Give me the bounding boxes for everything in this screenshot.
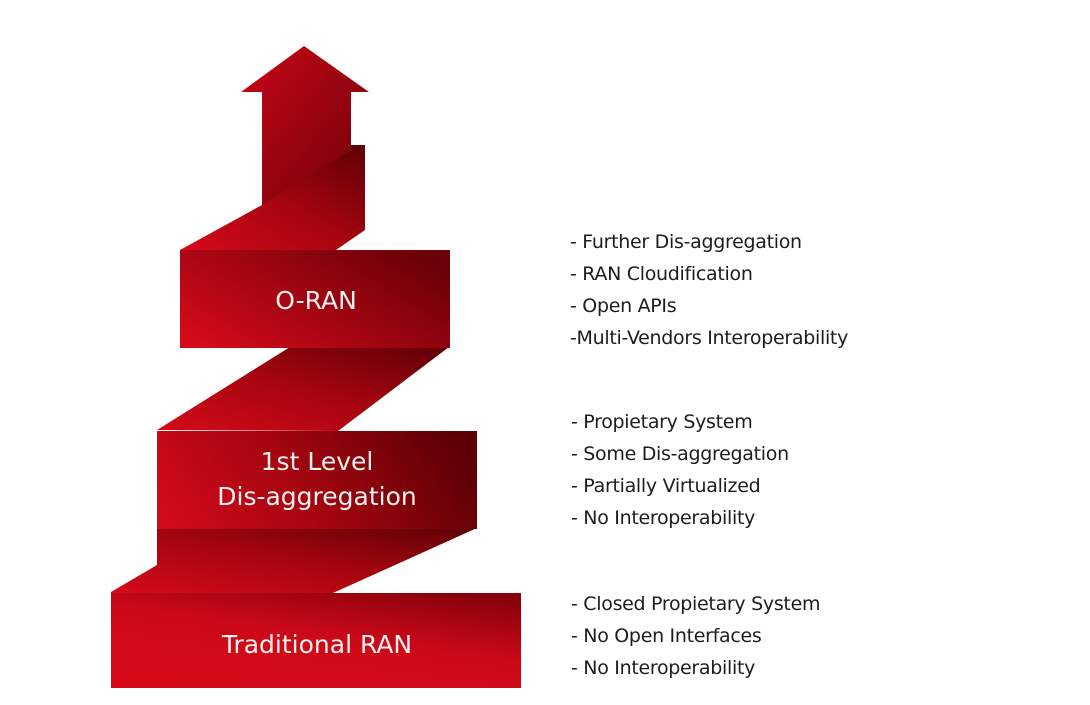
connector-traditional-to-disaggregation <box>111 528 477 593</box>
bullet-item: - Closed Propietary System <box>571 593 821 615</box>
bullet-item: - RAN Cloudification <box>570 263 753 285</box>
stage-band-traditional <box>111 593 521 688</box>
bullet-list-oran: - Further Dis-aggregation - RAN Cloudifi… <box>570 226 848 354</box>
bullet-list-traditional: - Closed Propietary System - No Open Int… <box>571 588 820 684</box>
bullet-item: - Some Dis-aggregation <box>571 443 789 465</box>
bullet-item: - No Interoperability <box>571 657 756 679</box>
bullet-item: - Propietary System <box>571 411 753 433</box>
bullet-item: -Multi-Vendors Interoperability <box>570 327 849 349</box>
bullet-list-disaggregation: - Propietary System - Some Dis-aggregati… <box>571 406 789 534</box>
stage-label-traditional: Traditional RAN <box>221 630 412 659</box>
bullet-item: - No Interoperability <box>571 507 756 529</box>
up-arrow-icon <box>241 46 369 205</box>
stage-band-oran <box>180 250 450 348</box>
stage-label-disaggregation-line2: Dis-aggregation <box>217 482 417 511</box>
bullet-item: - Open APIs <box>570 295 677 317</box>
stage-band-disaggregation <box>157 431 477 529</box>
bullet-item: - Partially Virtualized <box>571 475 761 497</box>
connector-disaggregation-to-oran <box>157 347 449 431</box>
stage-label-oran: O-RAN <box>275 286 357 315</box>
bullet-item: - Further Dis-aggregation <box>570 231 802 253</box>
bullet-item: - No Open Interfaces <box>571 625 762 647</box>
stage-label-disaggregation-line1: 1st Level <box>261 447 374 476</box>
